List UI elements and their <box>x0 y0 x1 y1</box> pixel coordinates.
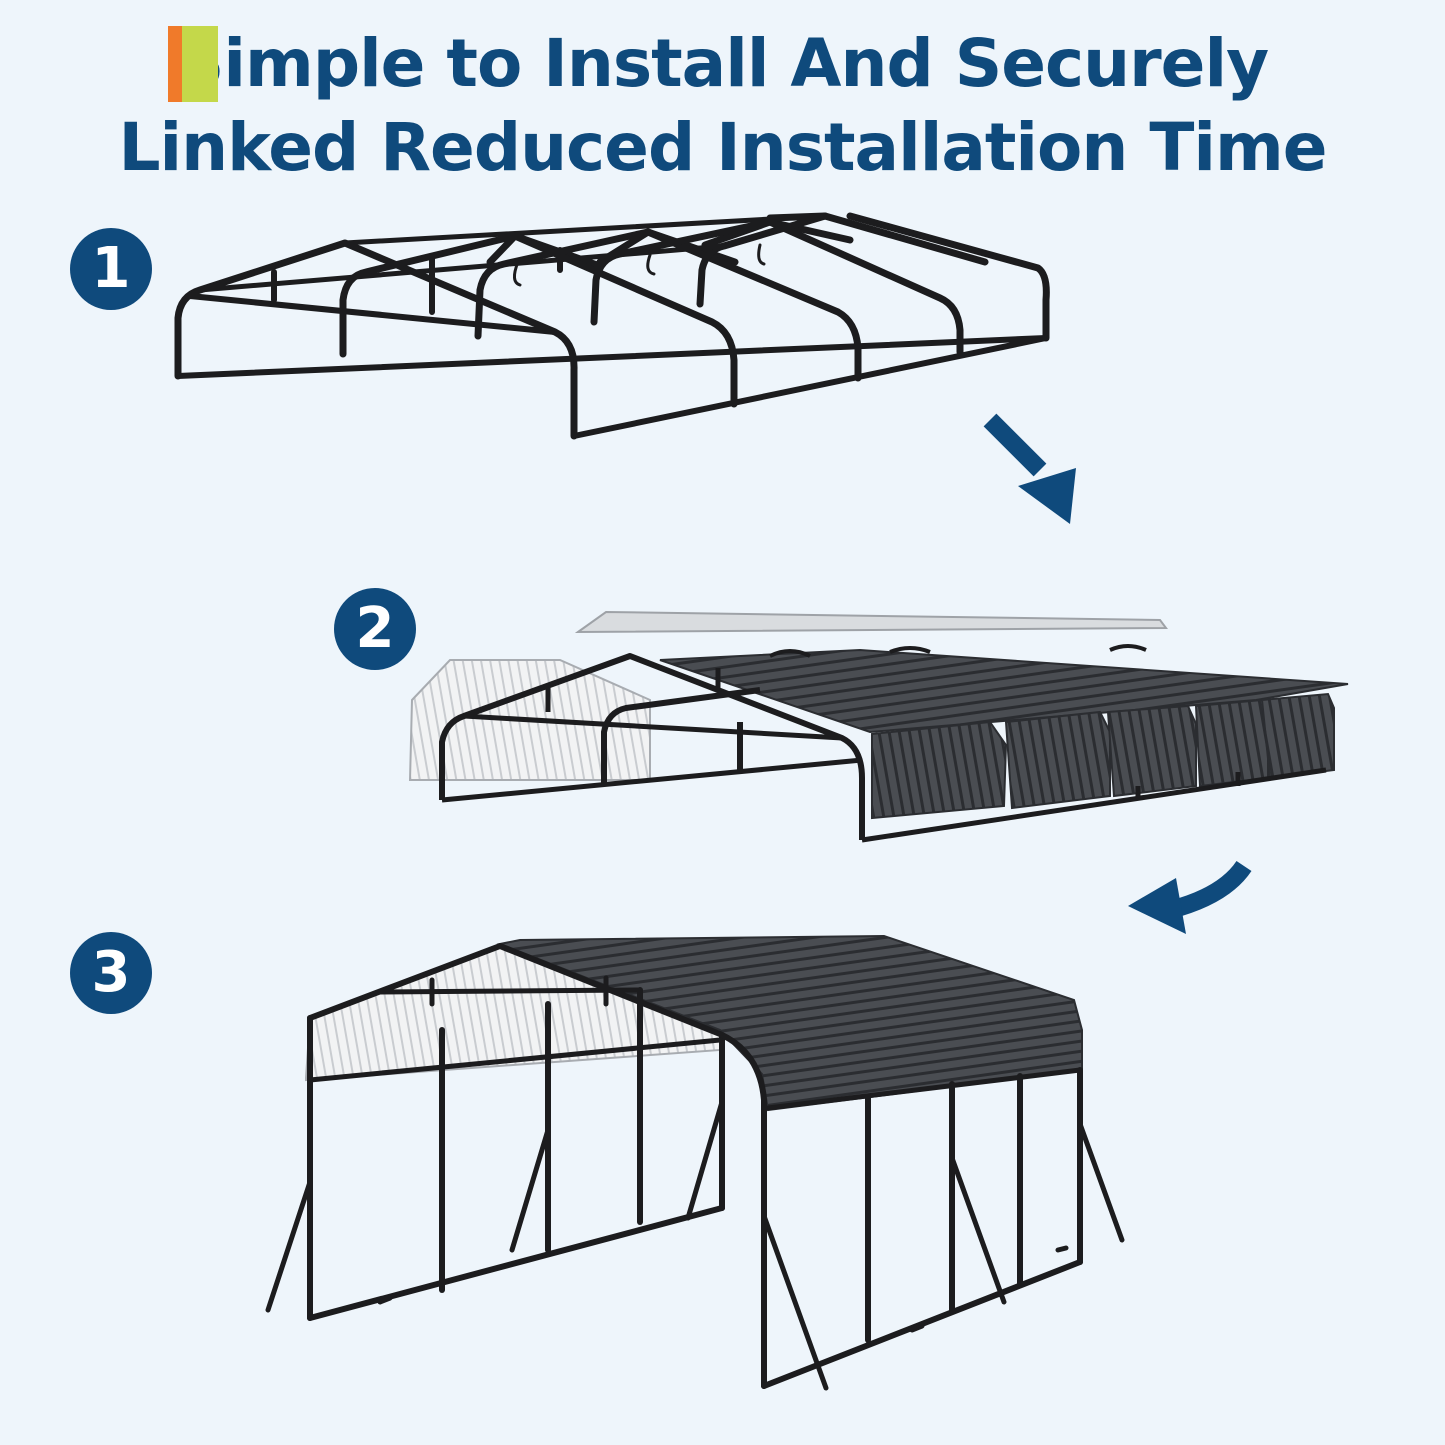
step-1-badge: 1 <box>70 228 152 310</box>
arrow-down-right-icon <box>983 413 1076 524</box>
title-accent-mark <box>168 26 218 102</box>
title-line-2: Linked Reduced Installation Time <box>118 109 1327 186</box>
carport-assembled-icon <box>265 934 1125 1391</box>
page-title: Simple to Install And Securely Linked Re… <box>0 22 1445 190</box>
carport-frame-icon <box>174 212 1050 440</box>
carport-roof-panels-icon <box>408 610 1349 843</box>
step-2-badge: 2 <box>334 588 416 670</box>
accent-orange-bar <box>168 26 182 102</box>
accent-green-bar <box>182 26 218 102</box>
arrow-down-left-icon <box>1128 860 1252 934</box>
step-3-badge: 3 <box>70 932 152 1014</box>
title-line-1: Simple to Install And Securely <box>176 25 1269 102</box>
